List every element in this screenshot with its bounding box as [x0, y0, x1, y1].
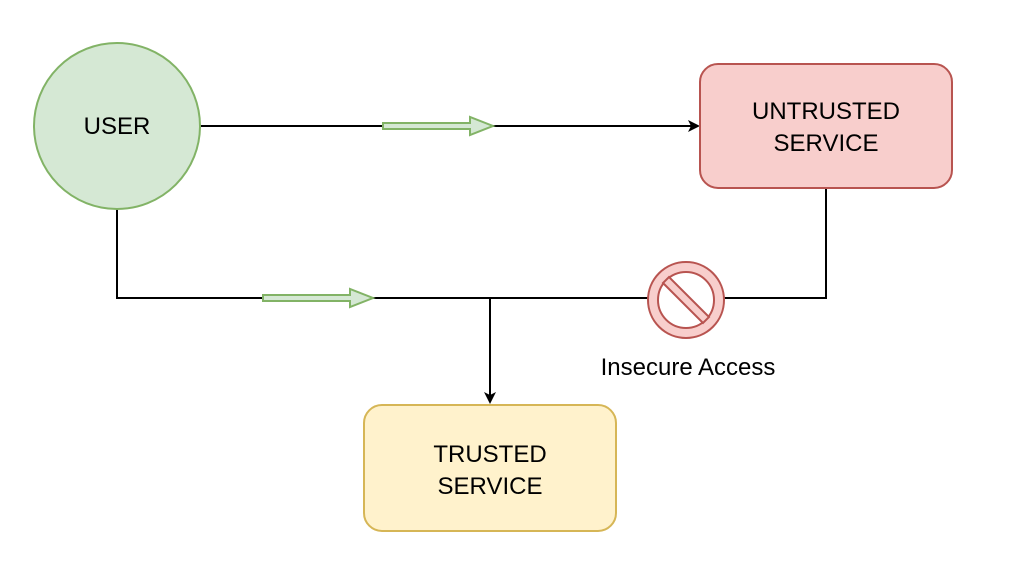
flow-arrow-icon [382, 115, 496, 137]
trusted-service-node[interactable]: TRUSTED SERVICE [363, 404, 617, 532]
edge-user-to-junction [116, 209, 490, 299]
untrusted-service-label-line-2: SERVICE [774, 130, 879, 157]
untrusted-service-node[interactable]: UNTRUSTED SERVICE [699, 63, 953, 189]
insecure-access-label: Insecure Access [601, 354, 776, 381]
no-entry-icon [647, 261, 725, 339]
flow-arrow-icon [262, 287, 376, 309]
edge-untrusted-to-junction [490, 188, 827, 299]
user-label: USER [84, 113, 151, 140]
untrusted-service-label-line-1: UNTRUSTED [752, 98, 900, 125]
trusted-service-label-line-1: TRUSTED [433, 441, 546, 468]
user-node[interactable]: USER [33, 42, 201, 210]
trusted-service-label-line-2: SERVICE [438, 473, 543, 500]
